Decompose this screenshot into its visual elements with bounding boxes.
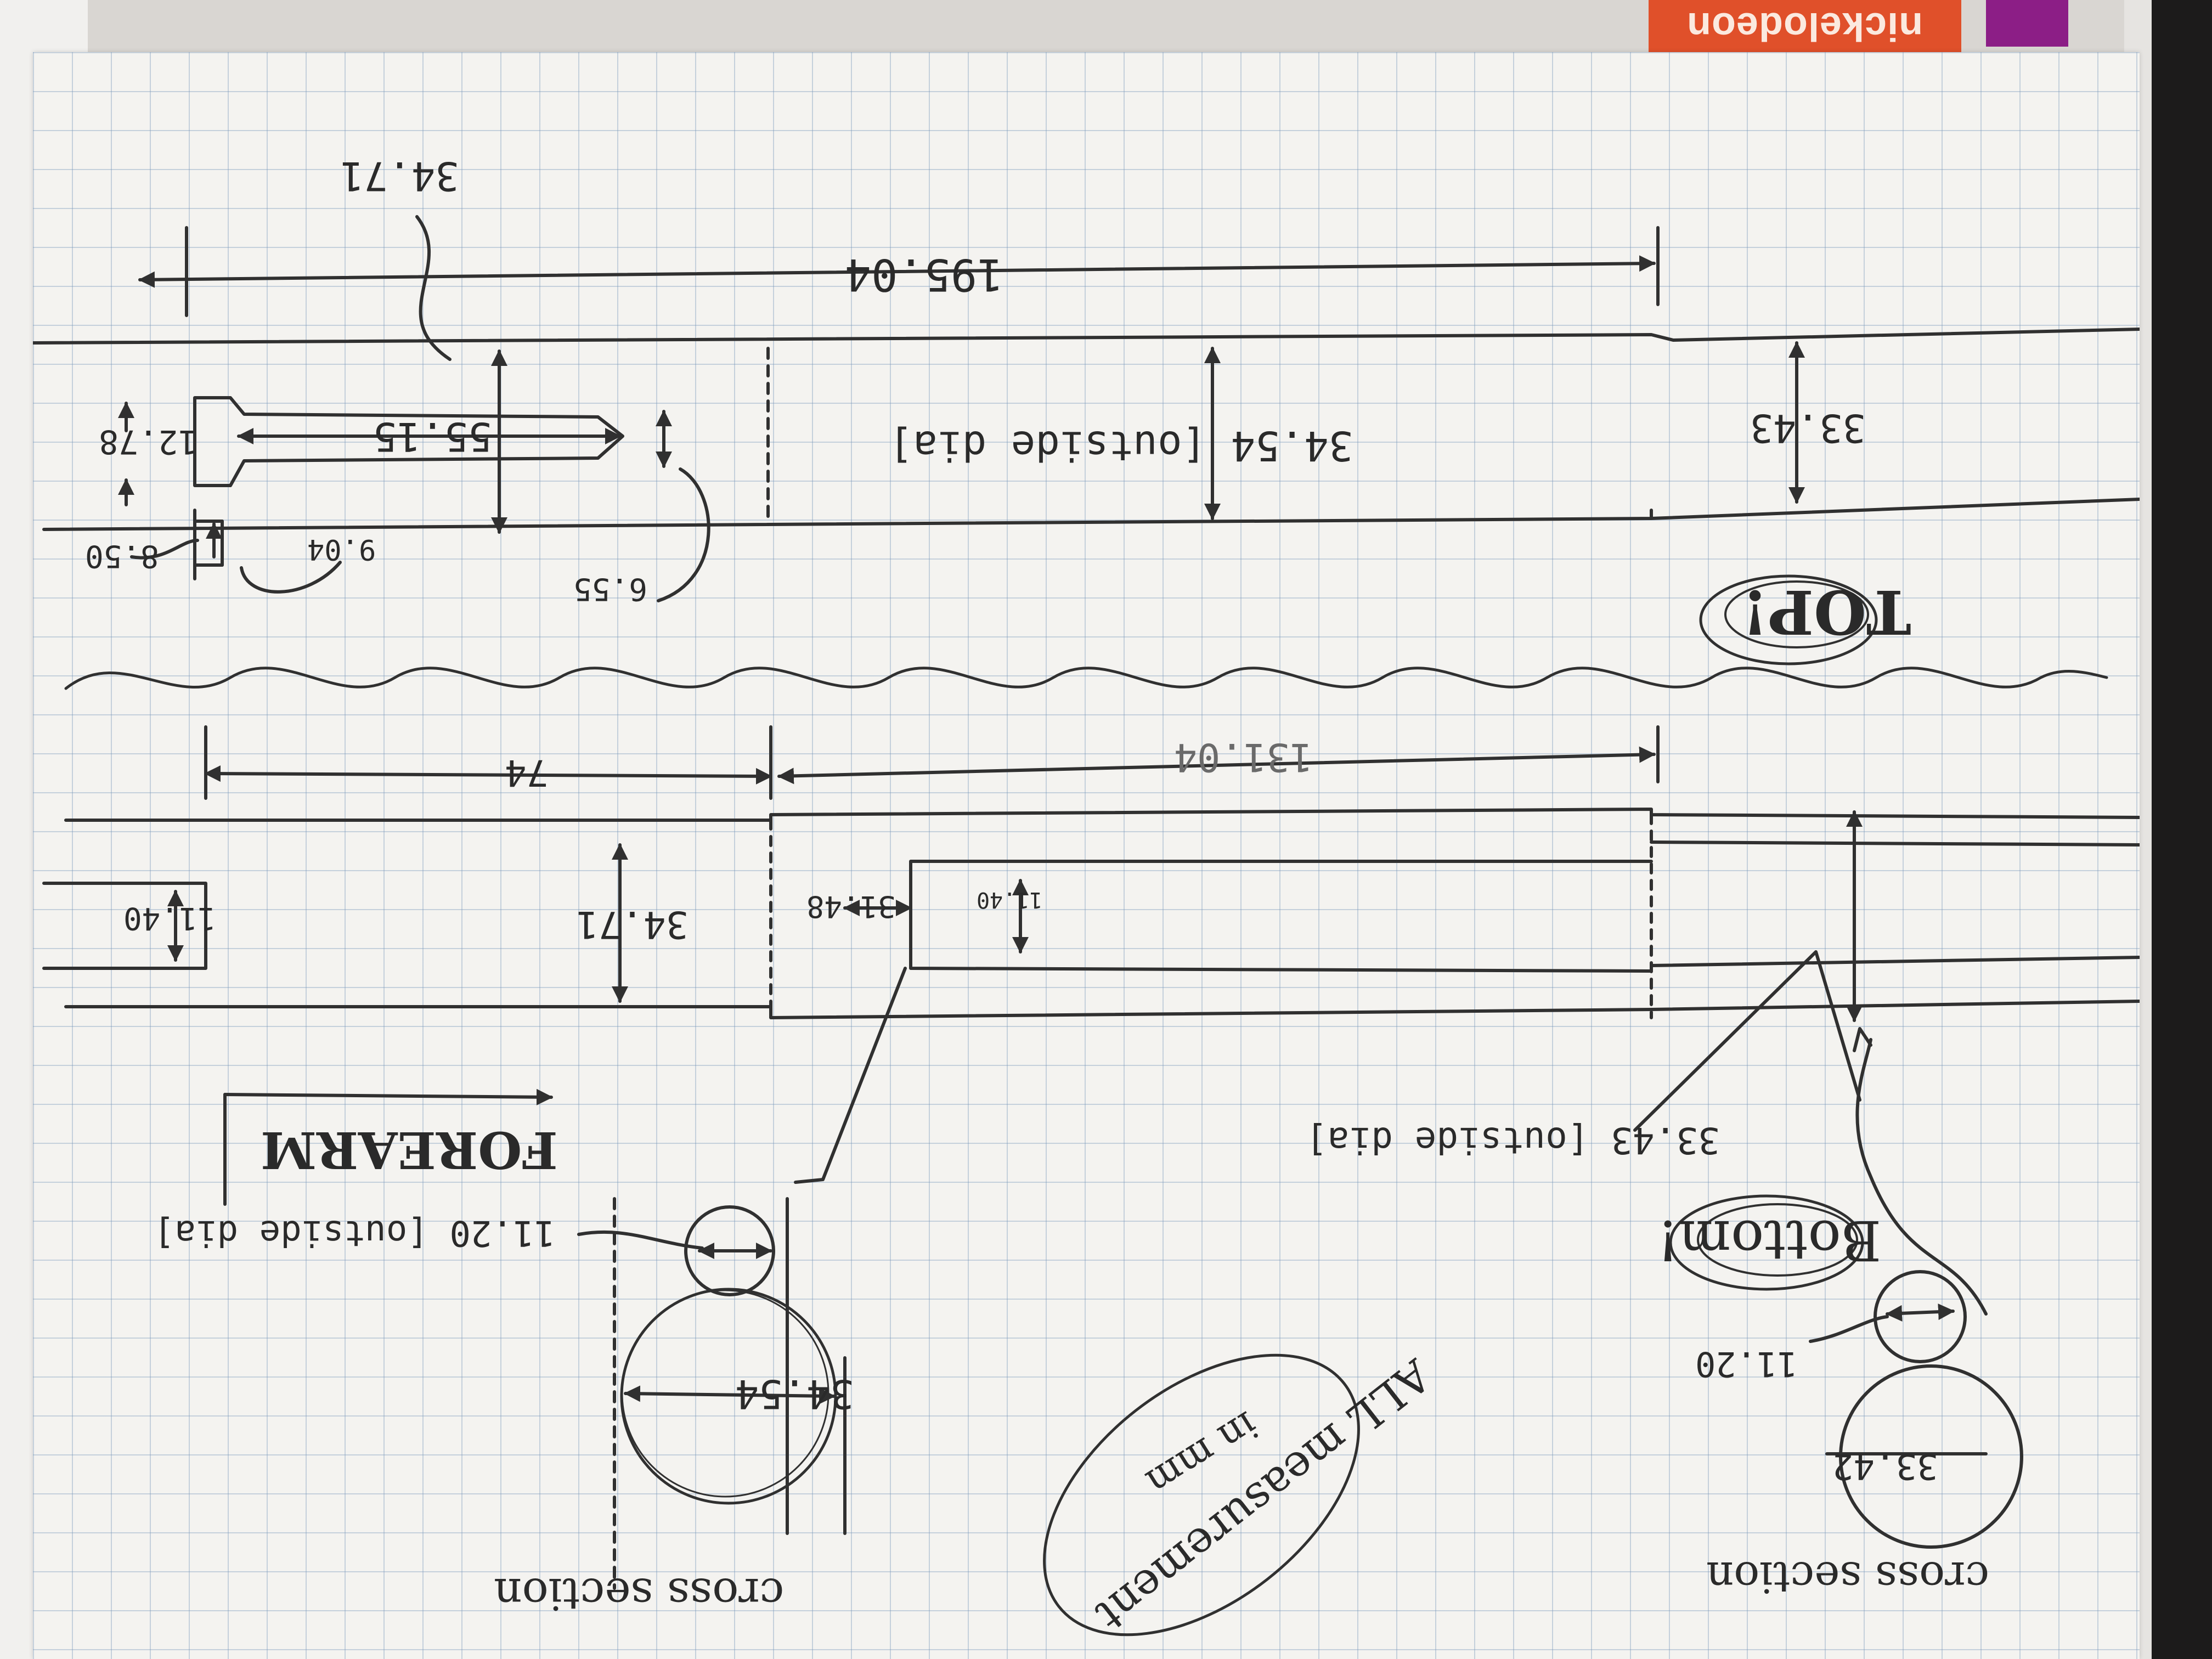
cross-section-left-label: cross section (494, 1568, 785, 1620)
wall-callout-label: 34.71 (340, 153, 459, 199)
bottom-side-height-label: 11.40 (123, 900, 216, 936)
cross-section-right-small-diameter: 11.20 (1695, 1344, 1798, 1384)
bottom-note: Bottom! (1657, 1208, 1882, 1272)
drawing-lines (33, 215, 2140, 1637)
purple-book-edge (1986, 0, 2068, 47)
nickelodeon-logo: nickelodeon (1649, 0, 1961, 52)
bottom-view-lines (42, 725, 2140, 1316)
slot-height-label: 12.78 (99, 422, 198, 461)
graph-paper-sheet: 195.04 34.71 55.15 12.78 8.50 9.04 6.55 … (33, 52, 2140, 1659)
logo-text: nickelodeon (1686, 4, 1923, 48)
cross-section-right-lines (1809, 1270, 2023, 1549)
cross-section-left-lines (577, 1197, 847, 1590)
background-dark-edge (2152, 0, 2212, 1659)
cross-section-left-small-diameter: 11.20 [outside dia] (154, 1212, 556, 1253)
bottom-slot-offset-label: 31.48 (806, 889, 896, 924)
upper-diameter-label: 34.54 [outside dia] (889, 422, 1353, 469)
overall-length-label: 195.04 (845, 249, 1003, 300)
top-view-lines (33, 215, 2140, 690)
bottom-slot-height-label: 11.40 (977, 887, 1043, 912)
cross-section-left-large-diameter: 34.54 (735, 1371, 854, 1417)
cross-section-right-large-diameter: 33.42 (1832, 1446, 1938, 1486)
cross-section-right-label: cross section (1706, 1552, 1990, 1601)
bottom-length-left-label: 74 (505, 752, 549, 794)
top-note: TOP! (1742, 577, 1911, 647)
small-tube-callout-label: 33.43 [outside dia] (1306, 1119, 1720, 1161)
units-note-ellipse (1043, 1353, 1360, 1637)
slot-length-label: 55.15 (373, 414, 492, 460)
bottom-inner-height-label: 34.71 (576, 902, 689, 946)
tab-height-label: 8.50 (85, 538, 159, 574)
tab-width-label: 9.04 (307, 533, 376, 566)
slot-end-height-label: 6.55 (573, 571, 647, 607)
forearm-label: FOREARM (261, 1120, 558, 1180)
lower-diameter-label: 33.43 (1750, 405, 1866, 450)
forearm-arrow (223, 1088, 553, 1206)
bottom-length-right-label: 131.04 (1174, 735, 1313, 780)
